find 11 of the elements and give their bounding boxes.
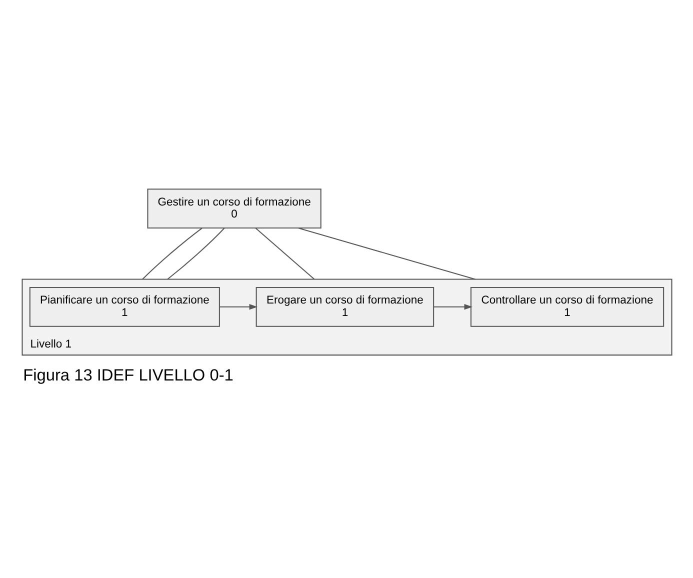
arrow: [433, 304, 472, 310]
connector: [142, 227, 202, 280]
node-box: Erogare un corso di formazione 1: [255, 286, 434, 326]
connector: [166, 227, 224, 280]
node-box: Controllare un corso di formazione 1: [470, 286, 664, 326]
caption: Figura 13 IDEF LIVELLO 0-1: [22, 366, 233, 384]
connector: [297, 227, 475, 280]
node-box: Gestire un corso di formazione 0: [146, 188, 321, 228]
connector: [254, 227, 314, 280]
node-box: Pianificare un corso di formazione 1: [28, 286, 220, 326]
arrow: [219, 304, 257, 310]
